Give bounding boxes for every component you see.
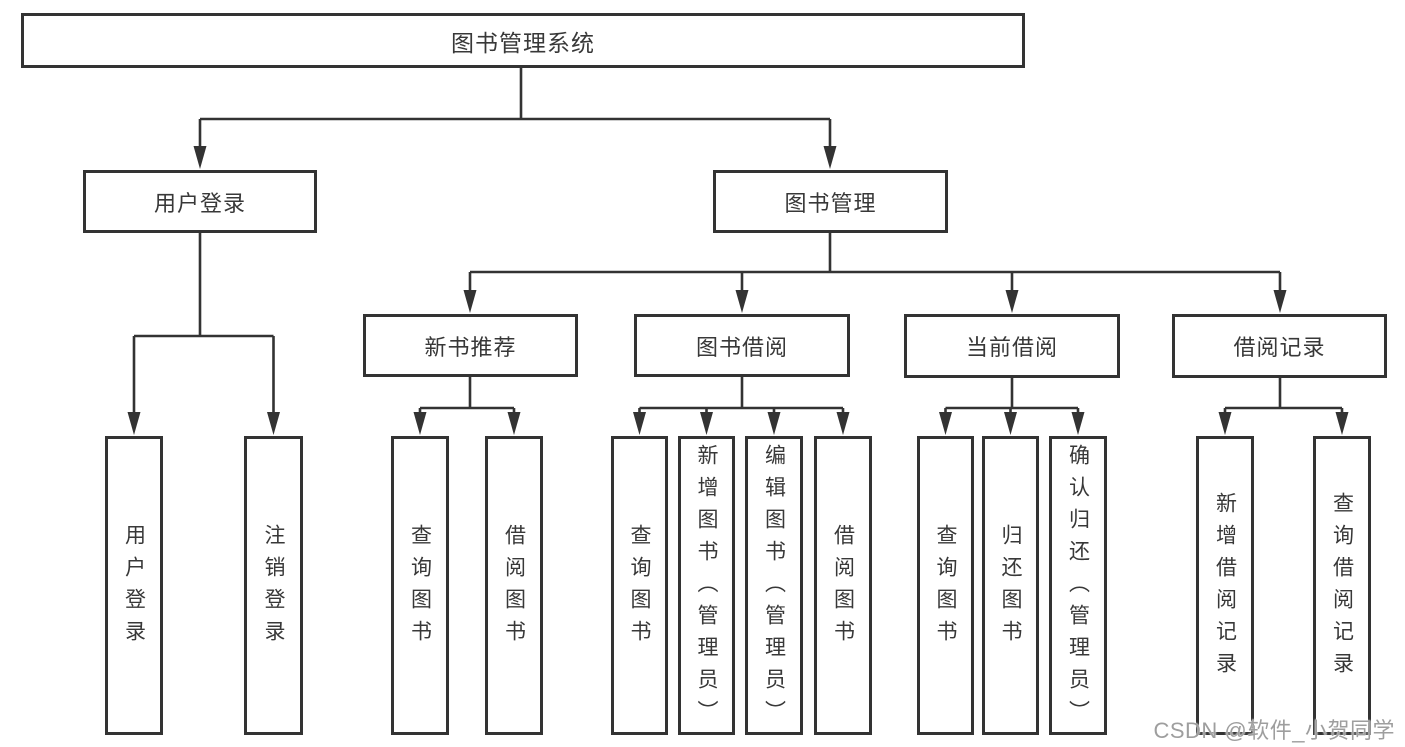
node-current-borrow: 当前借阅 bbox=[904, 314, 1120, 378]
leaf-borrow-add-books-admin: 新增图书（管理员） bbox=[678, 436, 735, 735]
leaf-borrow-query-books: 查询图书 bbox=[611, 436, 668, 735]
node-book-borrow: 图书借阅 bbox=[634, 314, 850, 377]
node-user-login: 用户登录 bbox=[83, 170, 317, 233]
leaf-current-query-books: 查询图书 bbox=[917, 436, 974, 735]
node-borrow-records: 借阅记录 bbox=[1172, 314, 1387, 378]
leaf-current-confirm-return-admin: 确认归还（管理员） bbox=[1049, 436, 1107, 735]
leaf-current-return-books: 归还图书 bbox=[982, 436, 1039, 735]
leaf-borrow-edit-books-admin: 编辑图书（管理员） bbox=[745, 436, 803, 735]
node-new-book-recommend: 新书推荐 bbox=[363, 314, 578, 377]
leaf-borrow-borrow-books: 借阅图书 bbox=[814, 436, 872, 735]
leaf-records-add-record: 新增借阅记录 bbox=[1196, 436, 1254, 735]
leaf-recommend-borrow-books: 借阅图书 bbox=[485, 436, 543, 735]
leaf-recommend-query-books: 查询图书 bbox=[391, 436, 449, 735]
leaf-user-login: 用户登录 bbox=[105, 436, 163, 735]
leaf-logout: 注销登录 bbox=[244, 436, 303, 735]
csdn-watermark: CSDN @软件_小贺同学 bbox=[1153, 718, 1395, 743]
arrowhead-icons bbox=[127, 146, 1349, 435]
node-system-root: 图书管理系统 bbox=[21, 13, 1025, 68]
leaf-records-query-record: 查询借阅记录 bbox=[1313, 436, 1371, 735]
node-book-management: 图书管理 bbox=[713, 170, 948, 233]
